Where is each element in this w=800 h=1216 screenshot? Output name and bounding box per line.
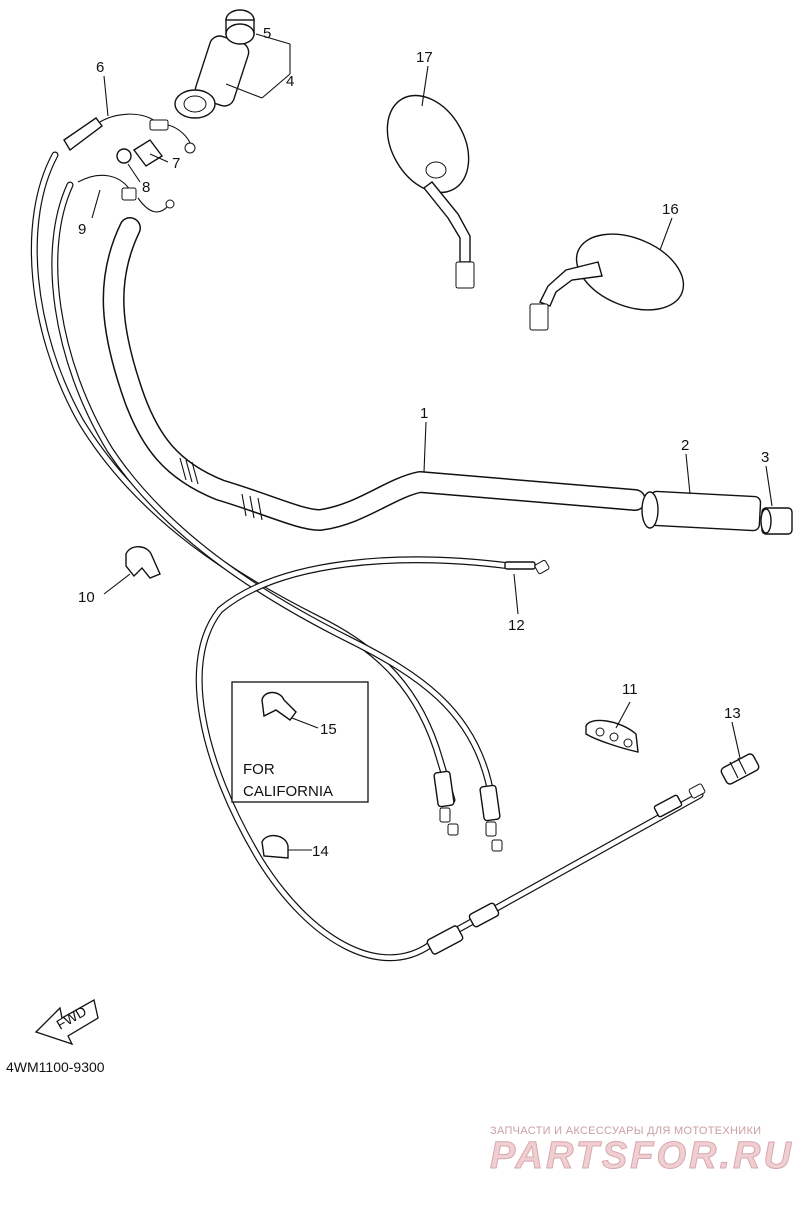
right-grip (641, 490, 762, 532)
watermark-brand: PARTSFOR.RU (490, 1135, 794, 1177)
callout-7: 7 (172, 155, 180, 172)
left-mirror (386, 94, 475, 289)
grip-collar (225, 9, 255, 45)
watermark-tagline: ЗАПЧАСТИ И АКСЕССУАРЫ ДЛЯ МОТОТЕХНИКИ (490, 1125, 761, 1137)
drawing-code: 4WM1100-9300 (6, 1059, 105, 1075)
right-mirror (529, 233, 685, 331)
handlebar (102, 217, 646, 531)
part-13-adjuster (720, 753, 760, 785)
callout-9: 9 (78, 221, 86, 238)
california-box: FOR CALIFORNIA (231, 681, 369, 803)
callout-11: 11 (622, 681, 638, 698)
callout-14: 14 (312, 843, 329, 860)
callout-3: 3 (761, 449, 769, 466)
part-10-clamp (125, 546, 161, 579)
part-11-cable-guide (585, 719, 639, 753)
part-14-clip (261, 835, 289, 859)
part-8-screw (116, 148, 132, 164)
callout-6: 6 (96, 59, 104, 76)
callout-16: 16 (662, 201, 679, 218)
california-line-1: FOR (243, 761, 275, 778)
part-7-bracket (132, 139, 164, 167)
callout-17: 17 (416, 49, 433, 66)
throttle-grip-assembly (174, 35, 250, 119)
part-15-clip (261, 691, 297, 721)
callout-4: 4 (286, 73, 294, 90)
clutch-cable (195, 556, 704, 962)
throttle-housing (63, 113, 196, 154)
callout-1: 1 (420, 405, 428, 422)
callout-8: 8 (142, 179, 150, 196)
grip-end-cap (760, 507, 793, 535)
clutch-cable-fittings (426, 559, 706, 955)
fwd-arrow: FWD (34, 999, 99, 1046)
callout-5: 5 (263, 25, 271, 42)
throttle-cable-return (51, 181, 500, 819)
callout-15: 15 (320, 721, 337, 738)
callout-13: 13 (724, 705, 741, 722)
callout-12: 12 (508, 617, 525, 634)
callout-10: 10 (78, 589, 95, 606)
switch-lead (77, 174, 175, 213)
callout-labels: 1 2 3 4 5 6 7 8 9 10 11 12 13 14 15 16 1… (78, 25, 769, 860)
leader-lines (91, 33, 773, 851)
throttle-cable-end-fittings (433, 770, 503, 852)
watermark: ЗАПЧАСТИ И АКСЕССУАРЫ ДЛЯ МОТОТЕХНИКИ PA… (490, 1125, 794, 1178)
callout-2: 2 (681, 437, 689, 454)
california-line-2: CALIFORNIA (243, 783, 333, 800)
